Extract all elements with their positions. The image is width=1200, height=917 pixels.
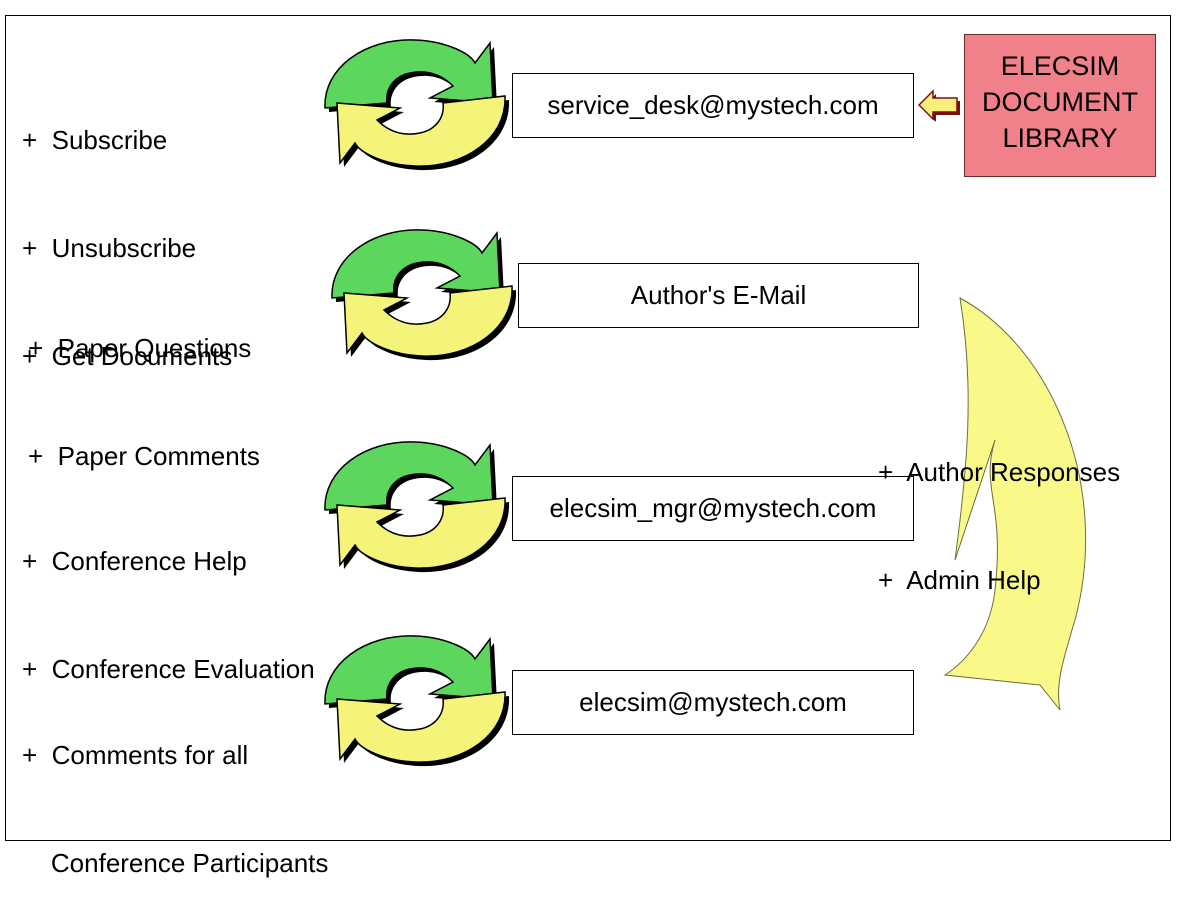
email-box-author: Author's E-Mail bbox=[518, 263, 919, 328]
library-line-3: LIBRARY bbox=[1002, 123, 1118, 153]
library-line-2: DOCUMENT bbox=[982, 87, 1138, 117]
recycle-arrows-icon bbox=[315, 28, 515, 188]
email-address: elecsim@mystech.com bbox=[579, 687, 847, 717]
email-address: Author's E-Mail bbox=[630, 280, 807, 310]
document-library-box: ELECSIM DOCUMENT LIBRARY bbox=[964, 34, 1156, 177]
recycle-arrows-icon bbox=[322, 218, 522, 378]
email-box-elecsim-mgr: elecsim_mgr@mystech.com bbox=[512, 476, 914, 541]
row-2-label-2: + Paper Comments bbox=[28, 441, 260, 471]
row-1-label-3: + Get Documents bbox=[22, 341, 233, 371]
row-3-label-2: + Conference Evaluation bbox=[22, 654, 315, 684]
email-box-elecsim: elecsim@mystech.com bbox=[512, 670, 914, 735]
row-3-label-1: + Conference Help bbox=[22, 546, 247, 576]
responses-label-1: + Author Responses bbox=[878, 457, 1121, 487]
responses-label-2: + Admin Help bbox=[878, 565, 1041, 595]
recycle-arrows-icon bbox=[315, 624, 515, 784]
row-2-labels: + Paper Questions + Paper Comments bbox=[28, 258, 260, 510]
left-arrow-icon bbox=[917, 86, 964, 126]
row-1-label-1: + Subscribe bbox=[22, 125, 168, 155]
diagram-frame bbox=[5, 15, 1171, 841]
author-responses-labels: + Author Responses + Admin Help bbox=[878, 382, 1120, 634]
row-4-label-1: + Comments for all bbox=[22, 740, 249, 770]
email-address: elecsim_mgr@mystech.com bbox=[549, 493, 877, 523]
row-4-labels: + Comments for all Conference Participan… bbox=[22, 665, 328, 917]
email-address: service_desk@mystech.com bbox=[547, 90, 879, 120]
row-3-labels: + Conference Help + Conference Evaluatio… bbox=[22, 471, 315, 723]
row-1-labels: + Subscribe + Unsubscribe + Get Document… bbox=[22, 50, 232, 410]
row-2-label-1: + Paper Questions bbox=[28, 333, 252, 363]
library-line-1: ELECSIM bbox=[1000, 51, 1120, 81]
row-1-label-2: + Unsubscribe bbox=[22, 233, 197, 263]
curved-down-arrow-icon bbox=[935, 290, 1105, 730]
email-box-service-desk: service_desk@mystech.com bbox=[512, 73, 914, 138]
row-4-label-2: Conference Participants bbox=[22, 848, 329, 878]
recycle-arrows-icon bbox=[315, 430, 515, 590]
